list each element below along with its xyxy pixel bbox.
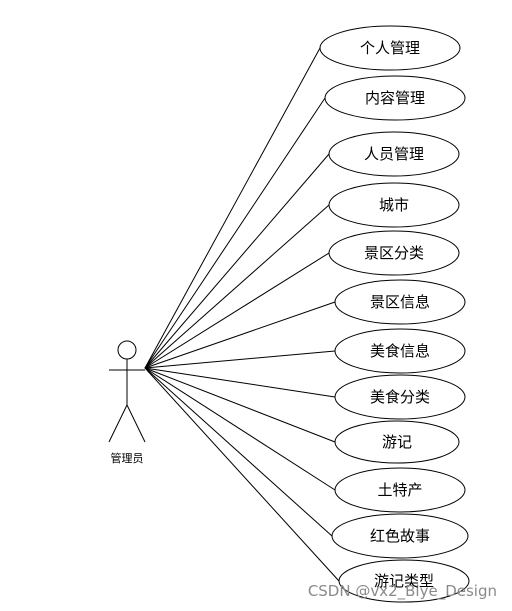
association-line: [144, 301, 336, 369]
use-case: 个人管理: [319, 25, 461, 71]
association-line: [144, 367, 336, 491]
use-case-list: 个人管理内容管理人员管理城市景区分类景区信息美食信息美食分类游记土特产红色故事游…: [319, 25, 470, 603]
use-case: 人员管理: [328, 131, 460, 177]
use-case-label: 美食信息: [370, 342, 430, 360]
use-case-label: 景区分类: [364, 244, 424, 262]
use-case-ellipse: [328, 182, 460, 228]
use-case-label: 土特产: [377, 481, 422, 499]
association-line: [144, 367, 336, 398]
actor-head: [117, 340, 137, 360]
use-case-ellipse: [334, 374, 466, 420]
use-case: 红色故事: [331, 513, 469, 559]
use-case: 游记类型: [338, 559, 470, 603]
use-case-ellipse: [334, 467, 466, 513]
association-line: [144, 204, 330, 369]
use-case: 景区信息: [334, 279, 466, 325]
use-case: 景区分类: [328, 230, 460, 276]
use-case-label: 人员管理: [364, 145, 424, 163]
use-case: 土特产: [334, 467, 466, 513]
use-case-label: 美食分类: [370, 388, 430, 406]
association-line: [144, 350, 336, 369]
association-lines: [144, 47, 340, 582]
use-case-ellipse: [338, 559, 470, 603]
use-case-ellipse: [334, 420, 460, 464]
association-line: [144, 97, 326, 369]
use-case: 美食分类: [334, 374, 466, 420]
use-case-label: 游记类型: [374, 572, 434, 590]
association-line: [144, 367, 340, 582]
actor-left-leg: [108, 404, 128, 443]
watermark-text: CSDN @vx2_Biye_Design: [308, 582, 497, 601]
use-case-ellipse: [331, 513, 469, 559]
use-case-ellipse: [334, 328, 466, 374]
use-case: 城市: [328, 182, 460, 228]
use-case-ellipse: [328, 131, 460, 177]
use-case: 内容管理: [324, 75, 466, 121]
use-case-label: 游记: [382, 433, 412, 451]
use-case-ellipse: [334, 279, 466, 325]
use-case-label: 城市: [379, 196, 409, 214]
association-line: [144, 252, 330, 369]
use-case: 美食信息: [334, 328, 466, 374]
use-case-ellipse: [328, 230, 460, 276]
association-line: [144, 47, 321, 369]
use-case-ellipse: [324, 75, 466, 121]
actor-administrator: 管理员: [108, 340, 146, 465]
actor-right-leg: [126, 404, 146, 443]
association-line: [144, 367, 336, 443]
use-case-ellipse: [319, 25, 461, 71]
use-case-label: 红色故事: [370, 527, 430, 545]
use-case: 游记: [334, 420, 460, 464]
association-line: [144, 367, 333, 537]
use-case-label: 个人管理: [360, 39, 420, 57]
actor-label: 管理员: [111, 451, 144, 465]
association-line: [144, 153, 330, 369]
use-case-label: 景区信息: [370, 293, 430, 311]
use-case-label: 内容管理: [365, 89, 425, 107]
